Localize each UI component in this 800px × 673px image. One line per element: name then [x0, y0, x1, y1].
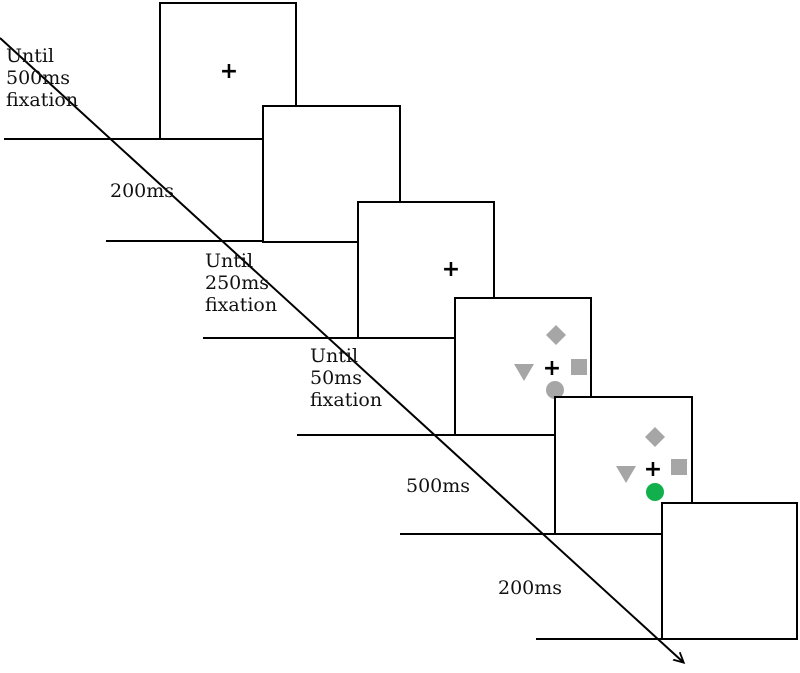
- time-axis-arrow: [0, 37, 683, 662]
- duration-label-1: Until 500ms fixation: [6, 45, 78, 111]
- duration-label-5: 500ms: [406, 475, 470, 497]
- diamond-shape: [645, 427, 665, 447]
- frame-6-blank: [661, 502, 798, 640]
- duration-label-6-line-1: 200ms: [498, 577, 563, 599]
- duration-label-6: 200ms: [498, 577, 562, 599]
- duration-label-1-line-3: fixation: [6, 89, 79, 111]
- duration-label-1-line-2: 500ms: [6, 67, 71, 89]
- duration-label-3-line-2: 250ms: [205, 272, 270, 294]
- circle-shape: [546, 381, 564, 399]
- fixation-cross: +: [543, 356, 561, 381]
- duration-label-2-line-1: 200ms: [110, 180, 175, 202]
- fixation-cross: +: [442, 257, 460, 282]
- fixation-cross: +: [644, 457, 662, 482]
- duration-label-2: 200ms: [110, 180, 174, 202]
- duration-label-5-line-1: 500ms: [406, 475, 471, 497]
- duration-label-4-line-1: Until: [310, 345, 359, 367]
- duration-label-4-line-2: 50ms: [310, 367, 362, 389]
- triangle-shape: [616, 466, 636, 483]
- target-circle-shape: [646, 483, 664, 501]
- diamond-shape: [546, 325, 566, 345]
- duration-label-3-line-1: Until: [205, 250, 254, 272]
- duration-label-1-line-1: Until: [6, 45, 55, 67]
- triangle-shape: [514, 364, 534, 381]
- duration-label-4: Until 50ms fixation: [310, 345, 382, 411]
- square-shape: [571, 359, 587, 375]
- duration-label-3: Until 250ms fixation: [205, 250, 277, 316]
- square-shape: [671, 459, 687, 475]
- duration-label-3-line-3: fixation: [205, 294, 278, 316]
- fixation-cross: +: [220, 59, 238, 84]
- duration-label-4-line-3: fixation: [310, 389, 383, 411]
